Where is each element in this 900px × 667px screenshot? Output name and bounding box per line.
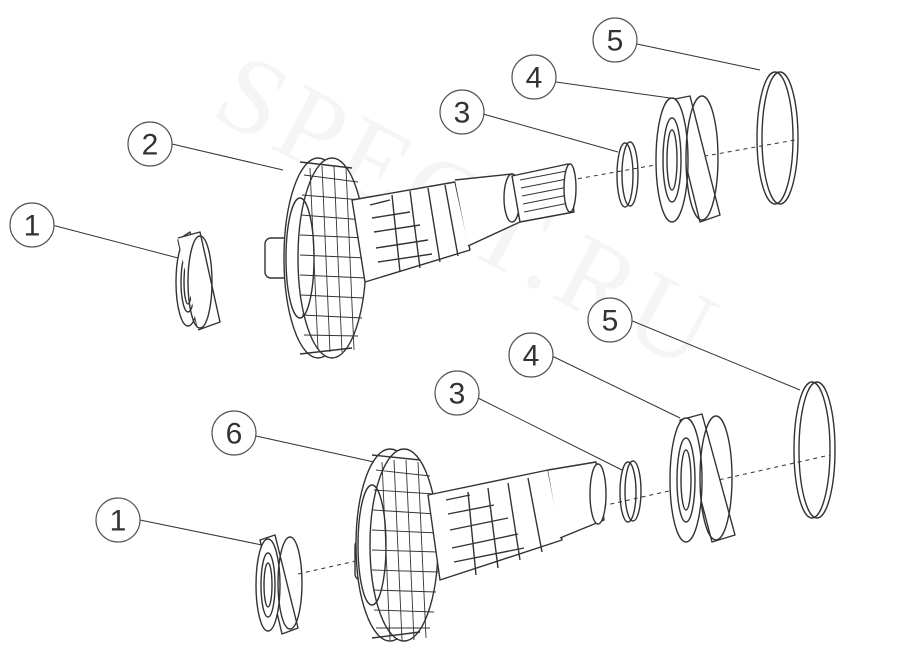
callout-bottom-1: 1	[95, 497, 141, 543]
bottom-ring-part-5	[793, 381, 836, 519]
top-leader-lines	[51, 43, 761, 259]
callout-bottom-6: 6	[211, 410, 257, 456]
top-ring-part-5	[756, 71, 799, 205]
svg-text:3: 3	[454, 97, 471, 130]
svg-text:1: 1	[110, 505, 127, 538]
svg-text:5: 5	[602, 305, 619, 338]
svg-text:1: 1	[24, 210, 41, 243]
callout-top-2: 2	[127, 121, 173, 167]
bottom-retaining-ring-part-3	[619, 460, 642, 523]
svg-text:4: 4	[523, 340, 540, 373]
svg-text:3: 3	[449, 378, 466, 411]
callout-top-1: 1	[9, 202, 55, 248]
top-gear-shaft-part-2	[264, 157, 577, 359]
callout-bottom-4: 4	[508, 332, 554, 378]
svg-text:2: 2	[142, 129, 159, 162]
bottom-bearing-part-4	[669, 413, 736, 543]
svg-text:6: 6	[226, 418, 243, 451]
bottom-leader-lines	[139, 319, 801, 546]
callout-bottom-3: 3	[434, 370, 480, 416]
svg-text:5: 5	[607, 25, 624, 58]
callout-top-4: 4	[511, 54, 557, 100]
callout-top-5: 5	[592, 17, 638, 63]
bottom-assembly	[139, 319, 836, 642]
top-bearing-part-4	[655, 95, 721, 223]
top-assembly	[51, 43, 799, 359]
callout-bottom-5: 5	[587, 297, 633, 343]
bottom-bearing-part-1	[255, 534, 303, 635]
callout-top-3: 3	[439, 89, 485, 135]
top-bearing-part-1	[175, 231, 221, 331]
bottom-gear-shaft-part-6	[354, 448, 607, 642]
top-retaining-ring-part-3	[616, 141, 639, 208]
svg-text:4: 4	[526, 62, 543, 95]
